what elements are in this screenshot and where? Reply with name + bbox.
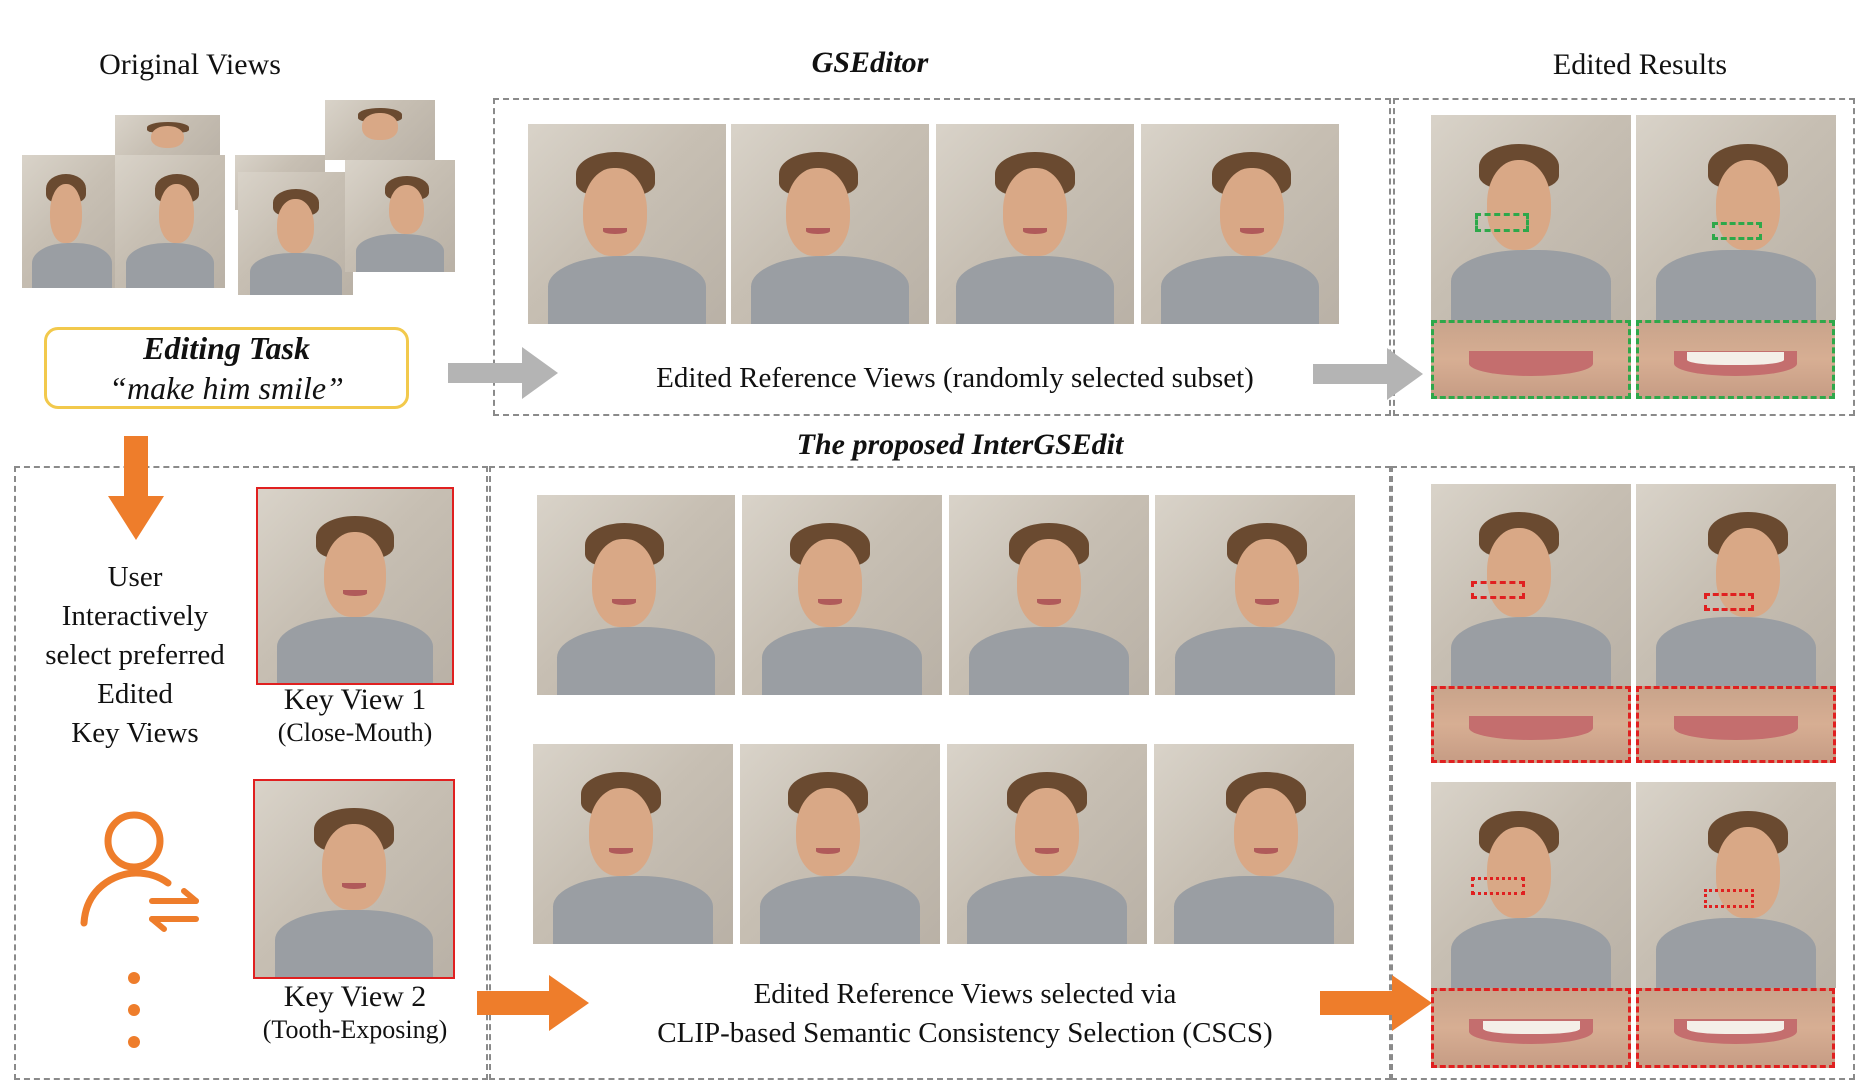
- key-view-1-label: Key View 1: [283, 683, 427, 716]
- intergsedit-result-1-1: [1431, 484, 1631, 686]
- gseditor-result-2: [1636, 115, 1836, 320]
- orange-arrow-icon: [1320, 975, 1432, 1031]
- gseditor-result-1: [1431, 115, 1631, 320]
- gray-arrow-icon: [448, 347, 558, 399]
- gseditor-view-3: [936, 124, 1134, 324]
- intergsedit-box: [489, 466, 1391, 1080]
- edited-results-bottom-box: [1391, 466, 1855, 1080]
- intergsedit-view-2-1: [533, 744, 733, 944]
- gseditor-title: GSEditor: [811, 46, 929, 79]
- intergsedit-mouth-crop-2-2: [1636, 988, 1835, 1068]
- intergsedit-view-2-2: [740, 744, 940, 944]
- gseditor-view-4: [1141, 124, 1339, 324]
- user-text-line: Interactively: [61, 600, 209, 632]
- down-arrow-icon: [108, 436, 164, 540]
- intergsedit-title: The proposed InterGSEdit: [796, 428, 1124, 461]
- gseditor-caption: Edited Reference Views (randomly selecte…: [656, 362, 1254, 394]
- editing-task-prompt: “make him smile”: [109, 370, 344, 406]
- editing-task-title: Editing Task: [143, 330, 310, 366]
- intergsedit-view-2-4: [1154, 744, 1354, 944]
- original-view-photo: [325, 100, 435, 160]
- original-view-photo: [22, 155, 122, 288]
- intergsedit-result-1-2: [1636, 484, 1836, 686]
- intergsedit-view-1-2: [742, 495, 942, 695]
- edited-results-title: Edited Results: [1552, 48, 1728, 81]
- intergsedit-result-2-2: [1636, 782, 1836, 988]
- intergsedit-view-1-4: [1155, 495, 1355, 695]
- gseditor-view-1: [528, 124, 726, 324]
- gseditor-mouth-crop-1: [1431, 320, 1631, 399]
- intergsedit-mouth-crop-1-2: [1636, 686, 1836, 763]
- key-view-box: [14, 466, 488, 1080]
- intergsedit-caption-line-2: CLIP-based Semantic Consistency Selectio…: [657, 1017, 1273, 1049]
- intergsedit-view-1-3: [949, 495, 1149, 695]
- original-views-title: Original Views: [99, 48, 281, 81]
- intergsedit-caption-line-1: Edited Reference Views selected via: [753, 978, 1177, 1010]
- key-view-1-image: [256, 487, 454, 685]
- gseditor-mouth-crop-2: [1636, 320, 1835, 399]
- key-view-2-image: [253, 779, 455, 979]
- editing-task-box: [44, 327, 409, 409]
- user-text-line: Key Views: [71, 717, 199, 749]
- original-view-photo: [115, 155, 225, 288]
- user-instruction: User Interactively select preferred Edit…: [20, 558, 250, 753]
- gseditor-view-2: [731, 124, 929, 324]
- original-view-photo: [238, 172, 353, 295]
- key-view-2-label: Key View 2: [283, 980, 427, 1013]
- key-view-2-sub: (Tooth-Exposing): [262, 1015, 448, 1044]
- intergsedit-mouth-crop-2-1: [1431, 988, 1631, 1068]
- intergsedit-view-2-3: [947, 744, 1147, 944]
- edited-results-top-box: [1393, 98, 1855, 416]
- key-view-1-sub: (Close-Mouth): [277, 718, 433, 747]
- ellipsis-icon: [128, 972, 140, 1048]
- gseditor-box: [493, 98, 1391, 416]
- user-text-line: User: [107, 561, 163, 593]
- intergsedit-mouth-crop-1-1: [1431, 686, 1631, 763]
- intergsedit-view-1-1: [537, 495, 735, 695]
- user-text-line: Edited: [97, 678, 173, 710]
- gray-arrow-icon: [1313, 348, 1423, 400]
- user-text-line: select preferred: [45, 639, 225, 671]
- orange-arrow-icon: [477, 975, 589, 1031]
- user-swap-icon: [80, 811, 199, 932]
- original-view-photo: [345, 160, 455, 272]
- intergsedit-result-2-1: [1431, 782, 1631, 988]
